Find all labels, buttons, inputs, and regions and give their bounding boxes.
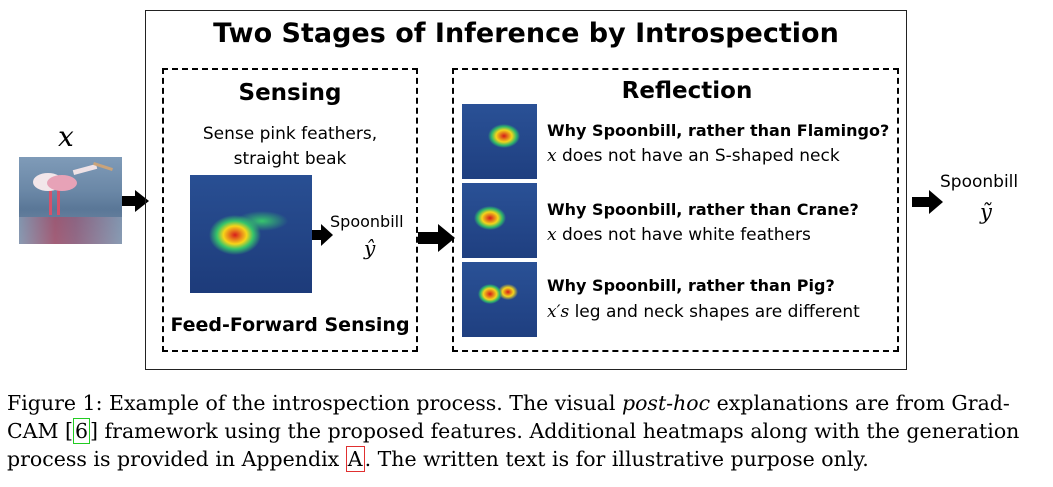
arrow-right-icon <box>912 190 944 214</box>
answer-variable: x <box>547 146 557 166</box>
answer-variable: x′s <box>547 302 569 322</box>
arrow-right-icon <box>418 224 456 252</box>
sensing-heatmap-image <box>190 175 312 293</box>
feed-forward-sensing-label: Feed-Forward Sensing <box>162 314 418 336</box>
reflection-answer: x does not have white feathers <box>547 225 811 245</box>
sensing-description: Sense pink feathers, straight beak <box>162 122 418 172</box>
reflection-question: Why Spoonbill, rather than Pig? <box>547 276 835 295</box>
sensing-prediction-label: Spoonbill <box>330 212 404 231</box>
answer-variable: x <box>547 225 557 245</box>
reflection-heatmap-image <box>462 262 537 337</box>
caption-text: CAM [ <box>7 419 73 443</box>
caption-text: ] framework using the proposed features.… <box>90 419 1019 443</box>
figure-title: Two Stages of Inference by Introspection <box>145 18 907 49</box>
caption-text: Figure 1: Example of the introspection p… <box>7 391 622 415</box>
answer-text: does not have an S-shaped neck <box>557 146 840 166</box>
caption-text: . The written text is for illustrative p… <box>365 447 869 471</box>
reflection-answer: x′s leg and neck shapes are different <box>547 302 860 322</box>
input-variable-label: x <box>58 120 74 153</box>
sensing-prediction-symbol: ŷ <box>364 236 375 260</box>
answer-text: does not have white feathers <box>557 225 811 245</box>
sensing-description-line: Sense pink feathers, <box>162 122 418 147</box>
output-symbol: ỹ <box>980 200 992 224</box>
reflection-heatmap-image <box>462 104 537 179</box>
water-reflection <box>19 217 122 244</box>
appendix-link[interactable]: A <box>346 446 365 472</box>
caption-text: process is provided in Appendix <box>7 447 346 471</box>
input-spoonbill-image <box>19 157 122 244</box>
caption-text: explanations are from Grad- <box>710 391 1010 415</box>
reflection-title: Reflection <box>452 78 922 104</box>
sensing-title: Sensing <box>162 80 418 106</box>
reflection-heatmap-image <box>462 183 537 258</box>
citation-link[interactable]: 6 <box>73 418 90 444</box>
bird-leg <box>49 189 52 215</box>
answer-text: leg and neck shapes are different <box>569 302 860 322</box>
reflection-question: Why Spoonbill, rather than Crane? <box>547 200 859 219</box>
bird-wing <box>47 175 77 191</box>
reflection-question: Why Spoonbill, rather than Flamingo? <box>547 121 889 140</box>
bird-leg <box>57 189 60 215</box>
figure-caption: Figure 1: Example of the introspection p… <box>7 389 1047 473</box>
caption-italic: post-hoc <box>622 391 710 415</box>
reflection-answer: x does not have an S-shaped neck <box>547 146 840 166</box>
bird-neck <box>73 164 97 175</box>
sensing-description-line: straight beak <box>162 147 418 172</box>
output-label: Spoonbill <box>940 172 1018 192</box>
